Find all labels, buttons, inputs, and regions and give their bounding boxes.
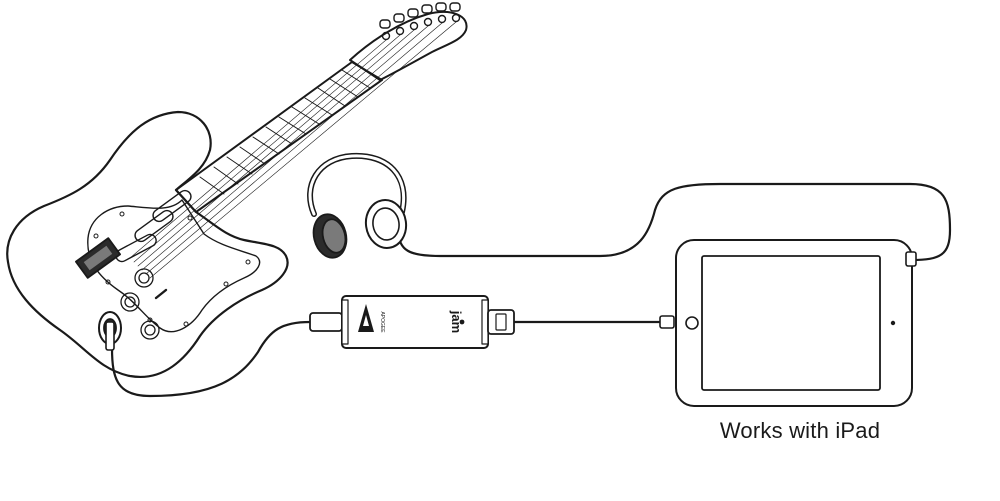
jam-label: jam xyxy=(449,310,464,333)
middle-pickup xyxy=(134,209,174,243)
guitar-pickguard xyxy=(87,199,261,333)
lightning-connector xyxy=(659,315,675,329)
pickguard-screws xyxy=(93,211,251,327)
cables xyxy=(110,182,952,398)
home-button xyxy=(685,316,699,330)
guitar-strings xyxy=(129,21,457,279)
headphones xyxy=(307,152,408,259)
guitar-body xyxy=(6,110,289,379)
guitar-neck xyxy=(175,61,383,213)
ipad-device xyxy=(659,239,917,407)
volume-knob xyxy=(134,268,154,288)
guitar-cable xyxy=(110,320,312,398)
pickup-selector xyxy=(154,288,168,300)
ipad-screen xyxy=(701,255,881,391)
guitar-headstock xyxy=(349,11,468,81)
left-ear-cup xyxy=(312,213,348,259)
pickups xyxy=(115,189,192,263)
control-knobs xyxy=(120,268,168,340)
jam-interface: APOGEE jam xyxy=(309,295,515,349)
output-jack xyxy=(98,311,122,351)
instrument-plug xyxy=(309,312,343,332)
status-led xyxy=(459,319,465,325)
guitar-bridge xyxy=(75,237,121,279)
bridge-pickup xyxy=(115,233,157,263)
front-camera xyxy=(890,320,896,326)
right-ear-cup xyxy=(364,199,408,249)
tone-knob-2 xyxy=(140,320,160,340)
neck-frets xyxy=(199,69,371,195)
headphone-plug xyxy=(905,251,917,267)
electric-guitar xyxy=(6,2,468,379)
ipad-compatibility-caption: Works with iPad xyxy=(719,418,881,443)
tone-knob-1 xyxy=(120,292,140,312)
headphone-cable xyxy=(396,182,952,262)
tuning-pegs xyxy=(379,2,461,41)
brand-text: APOGEE xyxy=(379,311,385,333)
